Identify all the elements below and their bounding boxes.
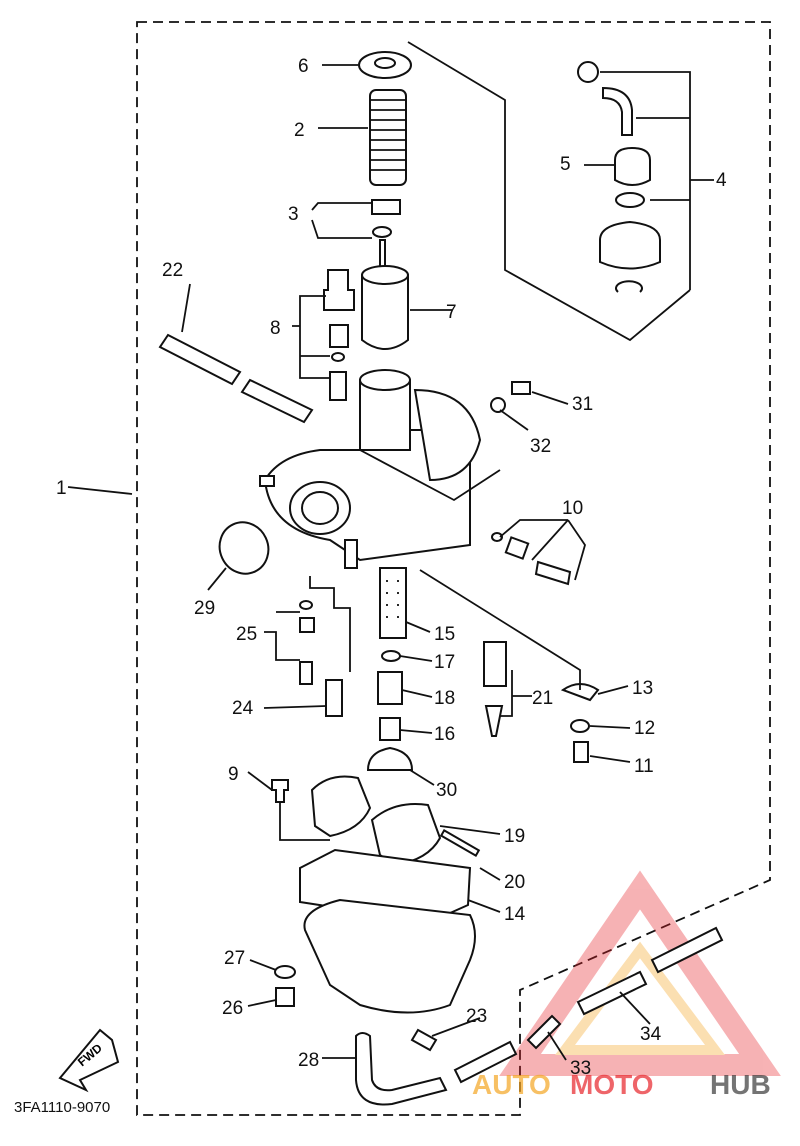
callout-24: 24 — [232, 698, 254, 719]
callout-21: 21 — [532, 688, 553, 709]
part-cable-adjuster — [602, 86, 633, 136]
callout-25: 25 — [236, 624, 257, 645]
callout-14: 14 — [504, 904, 526, 925]
callout-2: 2 — [294, 120, 305, 141]
callout-30: 30 — [436, 780, 457, 801]
part-needle-jet — [379, 567, 407, 639]
part-screw-11 — [573, 741, 589, 763]
part-clip — [371, 199, 401, 215]
part-baffle — [366, 746, 414, 771]
part-float — [310, 775, 372, 838]
part-washer-small — [490, 397, 506, 413]
part-hose-fitting — [526, 1014, 562, 1050]
watermark-text-b: MOTO — [570, 1069, 653, 1100]
part-spring — [369, 89, 407, 186]
part-starter-plunger — [299, 661, 313, 685]
part-washer-12 — [570, 719, 590, 733]
callout-18: 18 — [434, 688, 455, 709]
part-pilot-screw — [323, 269, 355, 311]
watermark-text-a: AUTO — [472, 1069, 551, 1100]
part-float-pin — [271, 779, 289, 803]
part-boot — [614, 146, 651, 186]
part-main-jet — [379, 717, 401, 741]
callout-20: 20 — [504, 872, 525, 893]
callout-31: 31 — [572, 394, 593, 415]
callout-29: 29 — [194, 598, 215, 619]
callout-34: 34 — [640, 1024, 662, 1045]
watermark-text: AUTO MOTO HUB — [472, 1069, 771, 1100]
callout-6: 6 — [298, 56, 309, 77]
part-plate — [560, 683, 600, 702]
part-ring — [381, 650, 401, 662]
drawing-code: 3FA1110-9070 — [14, 1099, 110, 1116]
callout-23: 23 — [466, 1006, 487, 1027]
callout-12: 12 — [634, 718, 655, 739]
part-screw-23 — [410, 1028, 438, 1052]
callout-5: 5 — [560, 154, 571, 175]
callout-4: 4 — [716, 170, 727, 191]
callout-28: 28 — [298, 1050, 319, 1071]
part-throttle-stop-spring — [504, 536, 530, 560]
callout-9: 9 — [228, 764, 239, 785]
part-o-ring — [218, 521, 270, 575]
leader-lines — [67, 41, 714, 1061]
part-vent-hose — [576, 970, 648, 1016]
callout-7: 7 — [446, 302, 457, 323]
part-mixing-chamber-cap — [599, 220, 661, 270]
part-float-chamber — [303, 898, 476, 1014]
callout-labels: 1 2 3 4 5 6 7 8 9 10 11 12 13 14 15 16 1… — [56, 56, 727, 1079]
callout-11: 11 — [634, 756, 654, 777]
assembly-boundary — [136, 21, 771, 1116]
part-drain-pipe — [325, 679, 343, 717]
part-main-jet-holder — [377, 671, 403, 705]
callout-15: 15 — [434, 624, 455, 645]
part-drain-washer — [274, 965, 296, 979]
callout-26: 26 — [222, 998, 243, 1019]
part-screw — [511, 381, 531, 395]
callout-32: 32 — [530, 436, 551, 457]
part-pin — [439, 829, 481, 857]
part-carburetor-body — [259, 369, 482, 569]
fwd-arrow-icon — [58, 1028, 120, 1093]
part-needle-valve — [483, 641, 507, 687]
callout-13: 13 — [632, 678, 653, 699]
callout-33: 33 — [570, 1058, 591, 1079]
callout-22: 22 — [162, 260, 183, 281]
callout-16: 16 — [434, 724, 455, 745]
part-washer — [615, 192, 645, 208]
callout-27: 27 — [224, 948, 245, 969]
callout-17: 17 — [434, 652, 455, 673]
part-nut — [577, 61, 599, 83]
callout-8: 8 — [270, 318, 281, 339]
callout-1: 1 — [56, 478, 67, 499]
part-hose — [158, 333, 242, 386]
part-drain-hose — [355, 1032, 448, 1106]
part-throttle-stop-screw — [534, 560, 572, 586]
callout-19: 19 — [504, 826, 525, 847]
watermark-text-c: HUB — [710, 1069, 771, 1100]
callout-10: 10 — [562, 498, 583, 519]
part-drain-screw — [275, 987, 295, 1007]
callout-3: 3 — [288, 204, 299, 225]
